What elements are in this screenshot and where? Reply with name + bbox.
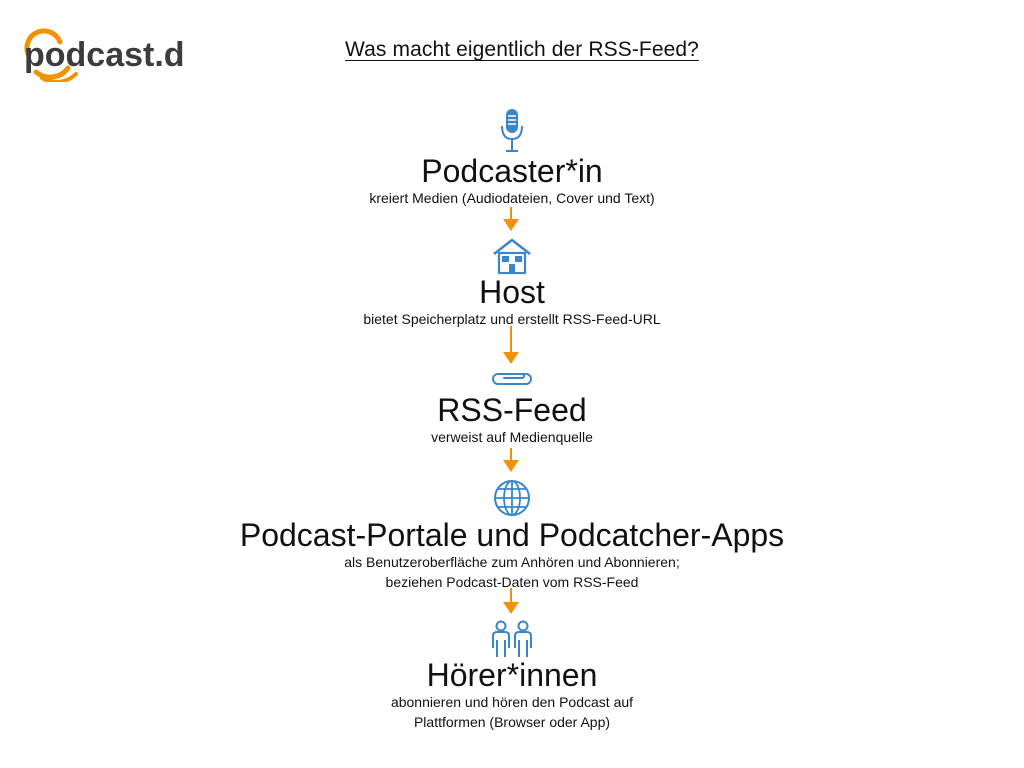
step-listeners: Hörer*innen abonnieren und hören den Pod… (0, 620, 1024, 732)
house-icon (493, 238, 531, 275)
arrow-down-icon (503, 326, 519, 364)
step-title: Hörer*innen (426, 657, 598, 693)
step-description: abonnieren und hören den Podcast auf Pla… (390, 694, 634, 730)
people-icon (492, 620, 532, 657)
step-description: kreiert Medien (Audiodateien, Cover und … (369, 190, 655, 206)
page-title: Was macht eigentlich der RSS-Feed? (0, 38, 1024, 62)
arrow-down-icon (503, 588, 519, 614)
step-description: verweist auf Medienquelle (431, 429, 593, 445)
microphone-icon (501, 109, 523, 152)
step-rss-feed: RSS-Feed verweist auf Medienquelle (0, 370, 1024, 447)
step-podcaster: Podcaster*in kreiert Medien (Audiodateie… (0, 108, 1024, 208)
arrow-down-icon (503, 448, 519, 472)
step-portals-apps: Podcast-Portale und Podcatcher-Apps als … (0, 478, 1024, 592)
step-description: als Benutzeroberfläche zum Anhören und A… (344, 554, 680, 590)
flow-arrow (500, 207, 522, 233)
flow-arrow (500, 448, 522, 474)
arrow-down-icon (503, 207, 519, 231)
globe-icon (494, 480, 530, 516)
step-description: bietet Speicherplatz und erstellt RSS-Fe… (363, 311, 661, 327)
podcast-logo-icon: podcast.de (24, 28, 184, 82)
step-title: Host (479, 274, 545, 310)
flow-arrow (500, 326, 522, 366)
step-title: RSS-Feed (437, 392, 587, 428)
podcast-de-logo: podcast.de (24, 20, 184, 82)
step-title: Podcaster*in (421, 153, 603, 189)
step-title: Podcast-Portale und Podcatcher-Apps (239, 517, 785, 553)
flow-arrow (500, 588, 522, 616)
step-host: Host bietet Speicherplatz und erstellt R… (0, 237, 1024, 329)
paperclip-icon (492, 373, 532, 385)
page-title-text: Was macht eigentlich der RSS-Feed? (345, 38, 699, 61)
logo-wordmark: podcast.de (24, 36, 184, 74)
